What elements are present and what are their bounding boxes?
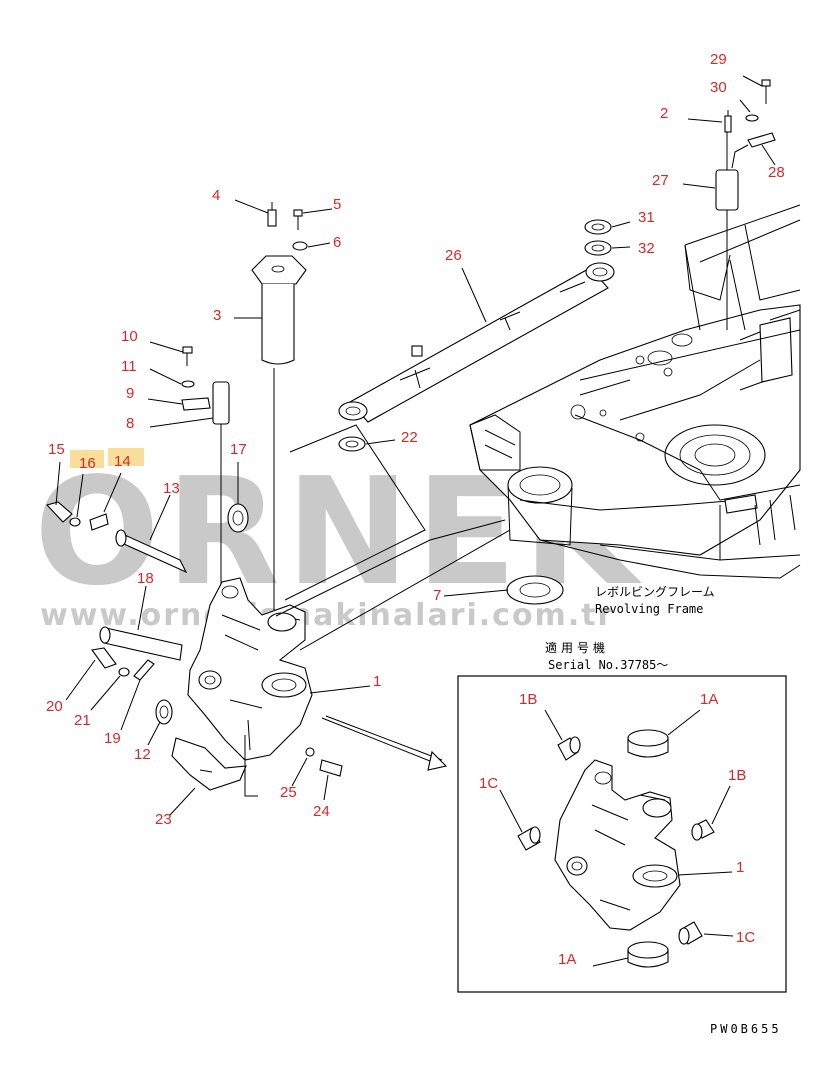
callout-22: 22: [401, 429, 418, 446]
washer-17: [227, 503, 249, 533]
bushing-1A-top: [627, 729, 669, 758]
bushing-1B-right: [691, 819, 715, 841]
callout-30: 30: [710, 79, 727, 96]
callout-32: 32: [638, 240, 655, 257]
inset-box: 1B 1A 1B 1C 1 1C 1A: [457, 675, 787, 993]
callout-11: 11: [121, 358, 137, 375]
arrow-to-inset: [321, 715, 448, 771]
highlight-16: [70, 450, 104, 468]
leader-lines: [55, 75, 776, 816]
assembly-lines: [244, 424, 511, 797]
callout-1: 1: [373, 673, 381, 690]
inset-callout-1C-right: 1C: [736, 929, 755, 946]
callout-19: 19: [104, 730, 121, 747]
inset-callout-1A-top: 1A: [700, 691, 718, 708]
serial-en: Serial No.37785～: [548, 658, 668, 672]
callout-25: 25: [280, 784, 297, 801]
callout-29: 29: [710, 51, 727, 68]
callout-26: 26: [445, 247, 462, 264]
callout-5: 5: [333, 196, 341, 213]
callout-31: 31: [638, 209, 655, 226]
callout-9: 9: [126, 385, 134, 402]
callout-23: 23: [155, 811, 172, 828]
callout-8: 8: [126, 415, 134, 432]
callout-14: 14: [114, 453, 131, 470]
cover-23-group: [171, 737, 343, 791]
washers: [338, 219, 612, 605]
callout-12: 12: [134, 746, 151, 763]
drawing-code: PW0B655: [710, 1022, 782, 1036]
callout-27: 27: [652, 172, 669, 189]
revolving-frame: [469, 204, 801, 579]
pin-8-group: [181, 346, 230, 590]
callout-3: 3: [213, 307, 221, 324]
inset-callout-1C-left: 1C: [479, 775, 498, 792]
swing-cylinder: [338, 262, 615, 423]
callout-24: 24: [313, 803, 330, 820]
callout-17: 17: [230, 441, 247, 458]
frame-label-en: Revolving Frame: [595, 602, 703, 616]
bushing-1C-right: [678, 921, 703, 945]
inset-callout-1A-bottom: 1A: [558, 951, 576, 968]
pin-18-group: [91, 626, 183, 725]
callout-2: 2: [660, 105, 668, 122]
inset-callout-1B-right: 1B: [728, 767, 746, 784]
callout-16: 16: [79, 455, 96, 472]
pin-3-group: [251, 202, 308, 610]
upper-pin-parts: [715, 79, 776, 330]
callout-20: 20: [46, 698, 63, 715]
bushing-1C-left: [517, 826, 541, 851]
pin-13-group: [45, 501, 188, 574]
frame-label-jp: レボルビングフレーム: [595, 585, 715, 599]
callout-10: 10: [121, 328, 138, 345]
swing-bracket: [187, 577, 313, 761]
callout-6: 6: [333, 234, 341, 251]
callout-13: 13: [163, 480, 180, 497]
callout-18: 18: [137, 570, 154, 587]
inset-callout-1B-top: 1B: [519, 691, 537, 708]
watermark-url: www.ornekismakinalari.com.tr: [40, 598, 614, 633]
callout-4: 4: [212, 187, 220, 204]
callout-28: 28: [768, 164, 785, 181]
highlight-14: [108, 448, 144, 466]
callout-15: 15: [48, 441, 65, 458]
bushing-1A-bottom: [627, 941, 669, 968]
callout-21: 21: [74, 712, 91, 729]
callout-7: 7: [433, 587, 441, 604]
serial-jp: 適用号機: [545, 640, 609, 655]
inset-callout-1: 1: [736, 859, 744, 876]
callouts: 29 30 2 28 27 4 5 6 3 31 32 26 10 11 9 8…: [46, 51, 785, 828]
bushing-1B-left: [557, 736, 581, 761]
